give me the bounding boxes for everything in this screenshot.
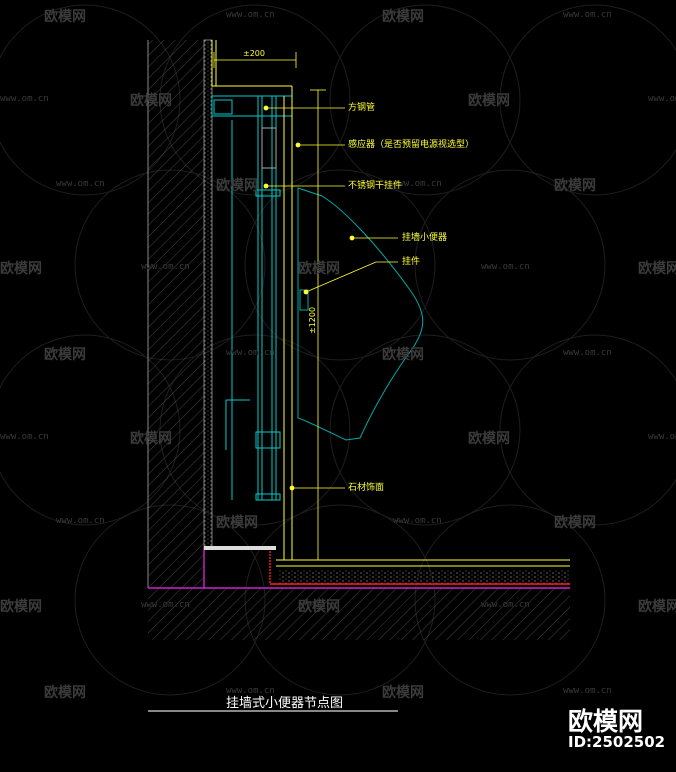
label-stone: 石材饰面 — [348, 483, 385, 493]
watermark-logo: 欧模网 — [0, 261, 42, 277]
watermark-logo: 欧模网 — [554, 178, 596, 194]
watermark-logo: 欧模网 — [382, 9, 424, 25]
watermark-logo: 欧模网 — [44, 347, 86, 363]
label-hanger: 不锈钢干挂件 — [348, 181, 403, 191]
watermark-logo: 欧模网 — [638, 261, 676, 277]
watermark-url: www.om.cn — [563, 348, 612, 358]
label-sensor: 感应器（是否预留电源视选型） — [348, 140, 475, 150]
watermark-url: www.om.cn — [648, 432, 676, 442]
watermark-url: www.om.cn — [226, 348, 275, 358]
watermark-url: www.om.cn — [563, 10, 612, 20]
dimension-width: ±200 — [243, 49, 265, 58]
watermark-url: www.om.cn — [226, 10, 275, 20]
watermark-logo: 欧模网 — [468, 93, 510, 109]
watermark-url: www.om.cn — [141, 262, 190, 272]
floor-slab — [148, 588, 570, 640]
watermark-logo: 欧模网 — [44, 685, 86, 701]
urinal-outline — [297, 187, 424, 441]
label-urinal: 挂墙小便器 — [402, 233, 448, 243]
corner-brand: 欧模网 — [568, 707, 644, 736]
watermark-logo: 欧模网 — [298, 599, 340, 615]
watermark-url: www.om.cn — [563, 686, 612, 696]
watermark-url: www.om.cn — [0, 94, 49, 104]
watermark-logo: 欧模网 — [130, 431, 172, 447]
watermark-url: www.om.cn — [393, 179, 442, 189]
wall-finish — [203, 39, 213, 549]
watermark-logo: 欧模网 — [216, 515, 258, 531]
watermark-url: www.om.cn — [648, 94, 676, 104]
watermark-logo: 欧模网 — [638, 599, 676, 615]
watermark-logo: 欧模网 — [44, 9, 86, 25]
watermark-logo: 欧模网 — [382, 685, 424, 701]
watermark-url: www.om.cn — [226, 686, 275, 696]
watermark-url: www.om.cn — [56, 179, 105, 189]
watermark-url: www.om.cn — [141, 600, 190, 610]
dimension-height: ±1200 — [308, 306, 317, 334]
label-bracket: 挂件 — [402, 257, 421, 267]
watermark-logo: 欧模网 — [216, 178, 258, 194]
drawing-title: 挂墙式小便器节点图 — [226, 696, 344, 711]
watermark-url: www.om.cn — [481, 262, 530, 272]
label-square-pipe: 方钢管 — [348, 103, 376, 113]
corner-id: ID:2502502 — [568, 733, 666, 751]
watermark-logo: 欧模网 — [130, 93, 172, 109]
watermark-logo: 欧模网 — [382, 347, 424, 363]
watermark-logo: 欧模网 — [298, 261, 340, 277]
wall-hatch — [148, 40, 204, 588]
watermark-logo: 欧模网 — [468, 431, 510, 447]
floor-screed — [278, 570, 570, 584]
watermark-url: www.om.cn — [56, 516, 105, 526]
watermark-url: www.om.cn — [481, 600, 530, 610]
watermark-logo: 欧模网 — [0, 599, 42, 615]
sensor-box — [261, 127, 277, 169]
steel-frame — [211, 95, 293, 501]
watermark-url: www.om.cn — [393, 516, 442, 526]
watermark-logo: 欧模网 — [554, 515, 596, 531]
watermark-url: www.om.cn — [0, 432, 49, 442]
